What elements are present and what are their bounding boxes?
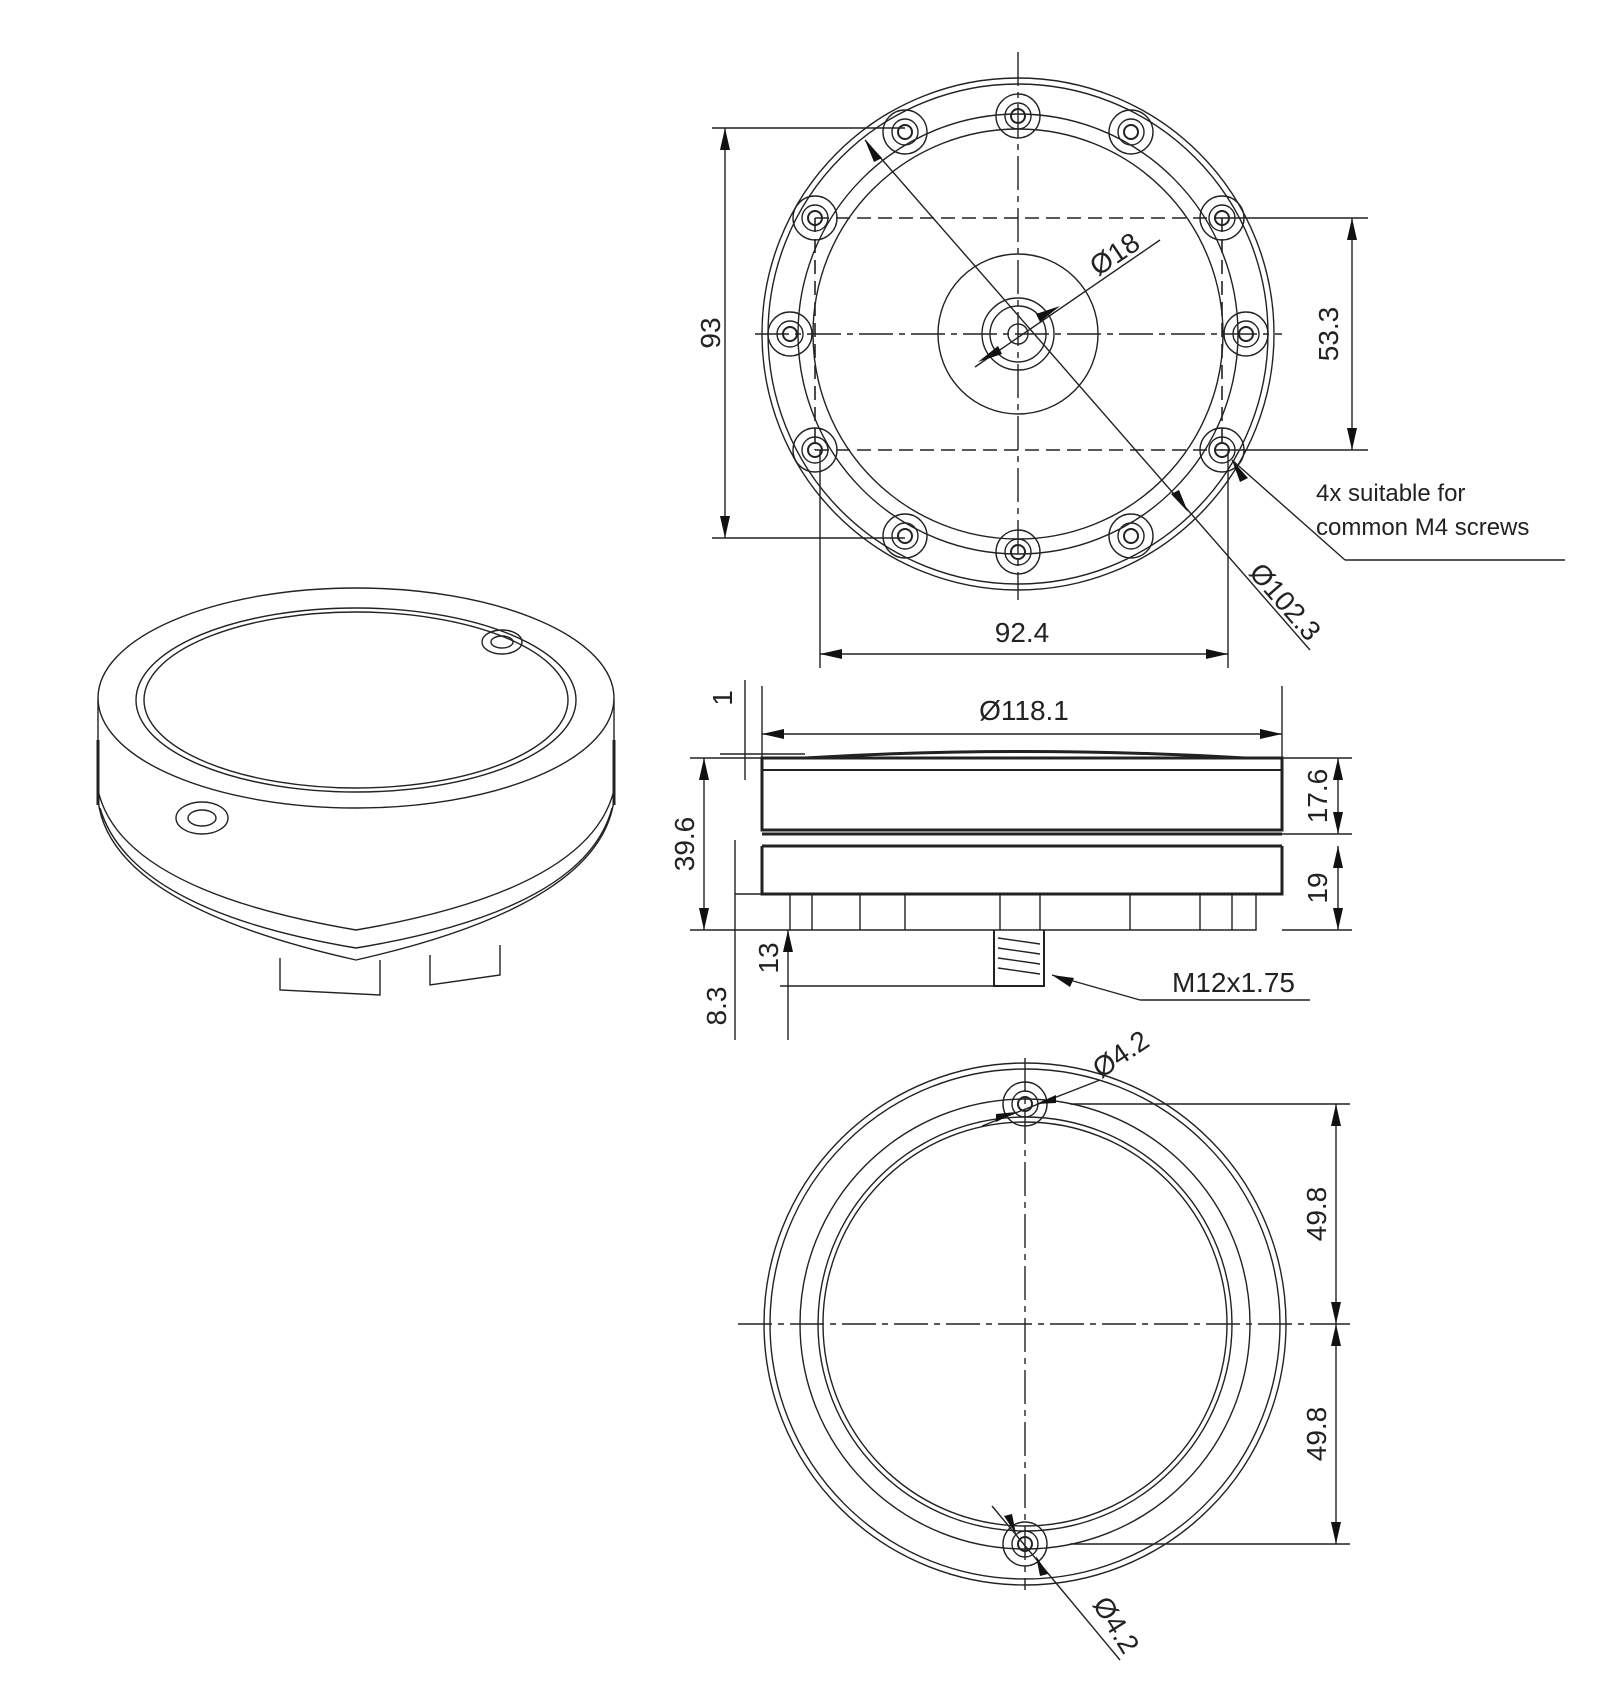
dim-1: 1 <box>707 690 738 706</box>
dim-dia-18: Ø18 <box>1084 226 1145 281</box>
bottom-view <box>738 1058 1350 1661</box>
dim-dia-4-2-top: Ø4.2 <box>1087 1024 1155 1084</box>
dim-49-8-lower: 49.8 <box>1301 1407 1332 1462</box>
thread-label: M12x1.75 <box>1172 967 1295 998</box>
dim-13: 13 <box>753 942 784 973</box>
dim-dia-4-2-bottom: Ø4.2 <box>1087 1591 1145 1659</box>
dim-53-3: 53.3 <box>1313 307 1344 362</box>
dim-49-8-upper: 49.8 <box>1301 1187 1332 1242</box>
dim-dia-102-3: Ø102.3 <box>1243 557 1327 647</box>
dim-dia-118-1: Ø118.1 <box>979 695 1069 726</box>
note-line-1: 4x suitable for <box>1316 480 1465 507</box>
dim-19: 19 <box>1302 872 1333 903</box>
dimension-labels: 93 53.3 92.4 Ø18 Ø102.3 4x suitable for … <box>669 226 1529 1658</box>
note-line-2: common M4 screws <box>1316 514 1529 541</box>
isometric-view <box>96 587 616 996</box>
dim-92-4: 92.4 <box>995 617 1050 648</box>
dim-8-3: 8.3 <box>701 987 732 1026</box>
dim-39-6: 39.6 <box>669 817 700 872</box>
side-view <box>690 680 1352 1040</box>
dim-17-6: 17.6 <box>1302 769 1333 824</box>
dim-93: 93 <box>695 317 726 348</box>
thread-stud <box>993 930 1045 987</box>
top-view <box>712 52 1565 668</box>
